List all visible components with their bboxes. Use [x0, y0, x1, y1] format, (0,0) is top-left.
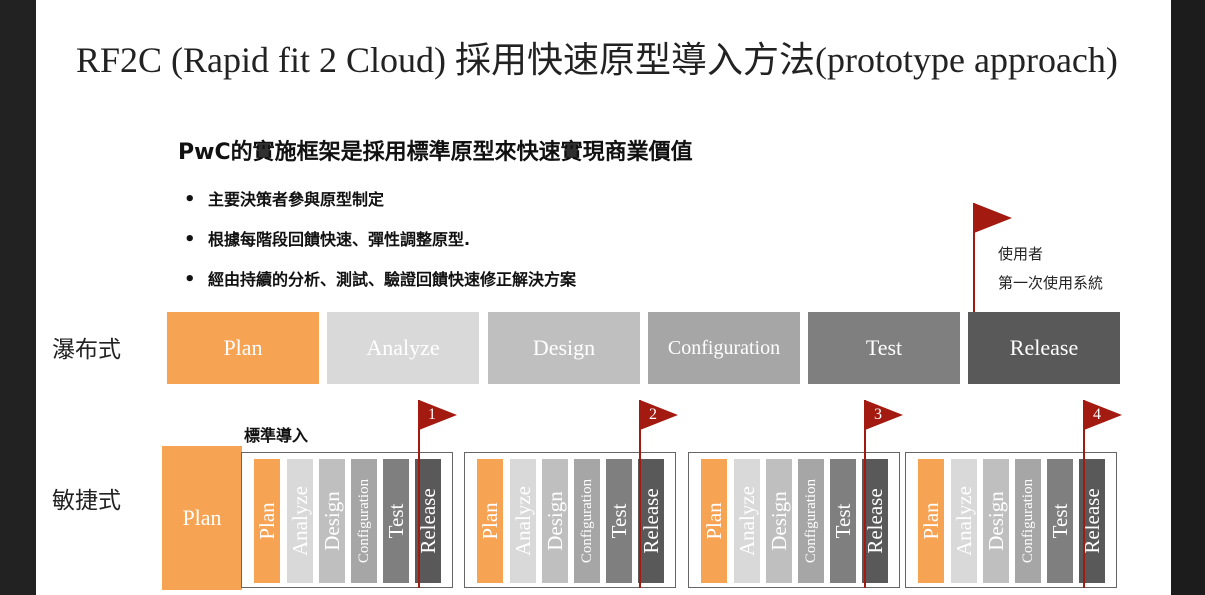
- bullet-text: 經由持續的分析、測試、驗證回饋快速修正解決方案: [208, 270, 577, 289]
- sprint-phase-label: Release: [863, 488, 887, 554]
- standard-import-label: 標準導入: [244, 426, 309, 445]
- sprint-flag-number: 3: [874, 406, 882, 423]
- sprint-test-box: Test: [1047, 459, 1073, 583]
- waterfall-plan-box: Plan: [167, 312, 319, 384]
- slide: RF2C (Rapid fit 2 Cloud) 採用快速原型導入方法(prot…: [36, 0, 1171, 595]
- sprint-analyze-box: Analyze: [510, 459, 536, 583]
- sprint-group-2: Plan Analyze Design Configuration Test Releas…: [464, 452, 676, 588]
- user-label-line2: 第一次使用系統: [998, 274, 1104, 292]
- sprint-flag-number: 2: [649, 406, 657, 423]
- sprint-phase-label: Design: [320, 491, 344, 551]
- sprint-phase-label: Plan: [478, 502, 502, 540]
- sprint-phase-label: Test: [384, 503, 408, 539]
- bullet-dot: •: [184, 229, 196, 250]
- sprint-design-box: Design: [542, 459, 568, 583]
- sprint-phase-label: Analyze: [511, 486, 535, 556]
- bullet-item: • 根據每階段回饋快速、彈性調整原型.: [184, 224, 576, 264]
- sprint-phase-label: Analyze: [952, 486, 976, 556]
- flag-triangle: [974, 203, 1012, 233]
- sprint-design-box: Design: [319, 459, 345, 583]
- right-window-edge: [1171, 0, 1205, 595]
- sprint-analyze-box: Analyze: [951, 459, 977, 583]
- bullet-dot: •: [184, 269, 196, 290]
- sprint-flag-number: 1: [428, 406, 436, 423]
- sprint-phase-label: Release: [1080, 488, 1104, 554]
- sprint-phase-label: Configuration: [356, 478, 372, 564]
- sprint-test-box: Test: [830, 459, 856, 583]
- sprint-plan-box: Plan: [477, 459, 503, 583]
- sprint-flag-number: 4: [1093, 406, 1101, 423]
- sprint-design-box: Design: [983, 459, 1009, 583]
- sprint-phase-label: Test: [607, 503, 631, 539]
- sprint-phase-label: Analyze: [735, 486, 759, 556]
- sprint-phase-label: Configuration: [803, 478, 819, 564]
- sprint-phase-label: Configuration: [1020, 478, 1036, 564]
- sprint-release-box: Release: [1079, 459, 1105, 583]
- waterfall-label: 瀑布式: [52, 337, 121, 363]
- sprint-phase-label: Configuration: [579, 478, 595, 564]
- sprint-test-box: Test: [606, 459, 632, 583]
- slide-title: RF2C (Rapid fit 2 Cloud) 採用快速原型導入方法(prot…: [76, 40, 1118, 80]
- sprint-phase-label: Design: [767, 491, 791, 551]
- waterfall-configuration-box: Configuration: [648, 312, 800, 384]
- agile-label: 敏捷式: [52, 488, 121, 514]
- sprint-phase-label: Design: [543, 491, 567, 551]
- sprint-release-box: Release: [415, 459, 441, 583]
- bullet-text: 根據每階段回饋快速、彈性調整原型.: [208, 230, 471, 249]
- waterfall-release-box: Release: [968, 312, 1120, 384]
- waterfall-analyze-box: Analyze: [327, 312, 479, 384]
- left-window-edge: [0, 0, 36, 595]
- sprint-plan-box: Plan: [701, 459, 727, 583]
- sprint-phase-label: Analyze: [288, 486, 312, 556]
- sprint-phase-label: Release: [639, 488, 663, 554]
- sprint-design-box: Design: [766, 459, 792, 583]
- sprint-test-box: Test: [383, 459, 409, 583]
- sprint-release-box: Release: [638, 459, 664, 583]
- sprint-phase-label: Release: [416, 488, 440, 554]
- bullet-item: • 經由持續的分析、測試、驗證回饋快速修正解決方案: [184, 264, 576, 304]
- sprint-configuration-box: Configuration: [351, 459, 377, 583]
- sprint-configuration-box: Configuration: [798, 459, 824, 583]
- sprint-configuration-box: Configuration: [1015, 459, 1041, 583]
- waterfall-test-box: Test: [808, 312, 960, 384]
- sprint-group-4: Plan Analyze Design Configuration Test Releas…: [905, 452, 1117, 588]
- bullet-text: 主要決策者參與原型制定: [208, 190, 385, 209]
- sprint-plan-box: Plan: [918, 459, 944, 583]
- bullet-dot: •: [184, 189, 196, 210]
- sprint-analyze-box: Analyze: [287, 459, 313, 583]
- user-label-line1: 使用者: [998, 245, 1044, 263]
- sprint-plan-box: Plan: [254, 459, 280, 583]
- sprint-phase-label: Design: [984, 491, 1008, 551]
- sprint-group-1: Plan Analyze Design Configuration Test Releas…: [241, 452, 453, 588]
- sprint-phase-label: Plan: [919, 502, 943, 540]
- sprint-phase-label: Plan: [255, 502, 279, 540]
- slide-subtitle: PwC的實施框架是採用標準原型來快速實現商業價值: [178, 140, 693, 165]
- agile-plan-box: Plan: [162, 446, 242, 590]
- sprint-configuration-box: Configuration: [574, 459, 600, 583]
- sprint-phase-label: Plan: [702, 502, 726, 540]
- bullet-item: • 主要決策者參與原型制定: [184, 184, 576, 224]
- sprint-phase-label: Test: [831, 503, 855, 539]
- bullet-list: • 主要決策者參與原型制定 • 根據每階段回饋快速、彈性調整原型. • 經由持續的分析…: [184, 184, 576, 304]
- sprint-group-3: Plan Analyze Design Configuration Test Releas…: [688, 452, 900, 588]
- waterfall-design-box: Design: [488, 312, 640, 384]
- sprint-phase-label: Test: [1048, 503, 1072, 539]
- sprint-release-box: Release: [862, 459, 888, 583]
- sprint-analyze-box: Analyze: [734, 459, 760, 583]
